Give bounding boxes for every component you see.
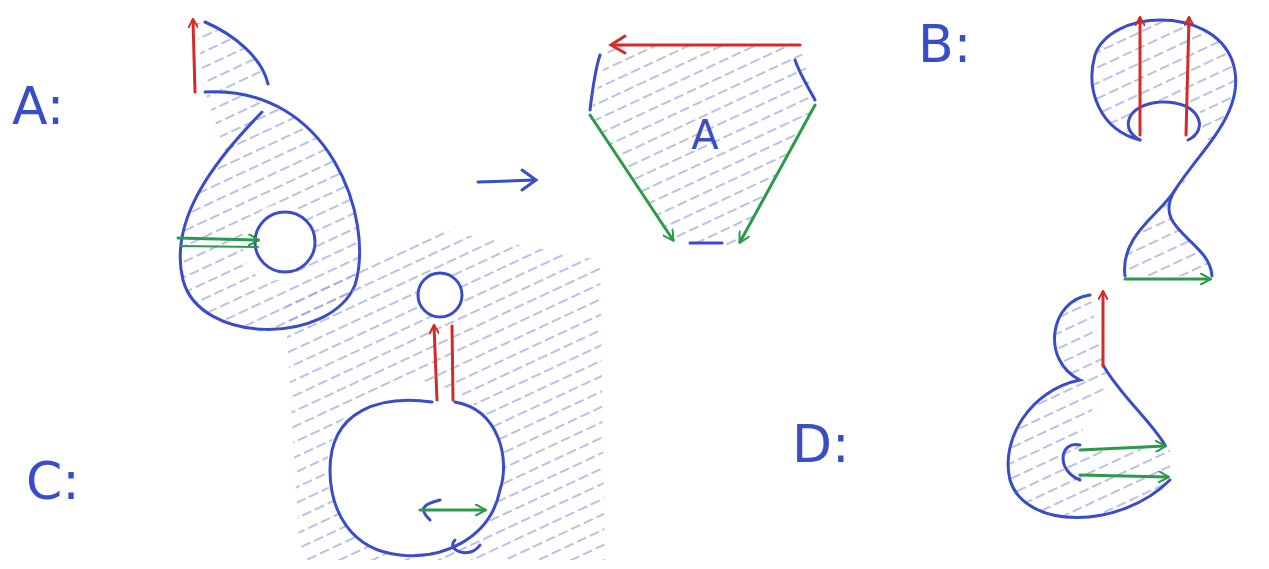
surface-piece: A — [585, 40, 825, 250]
figure-label: A: — [12, 80, 64, 132]
region-letter: A — [691, 115, 718, 155]
figure-label: D: — [792, 418, 850, 470]
figure-label: C: — [26, 455, 80, 507]
figure-label: B: — [918, 18, 971, 70]
